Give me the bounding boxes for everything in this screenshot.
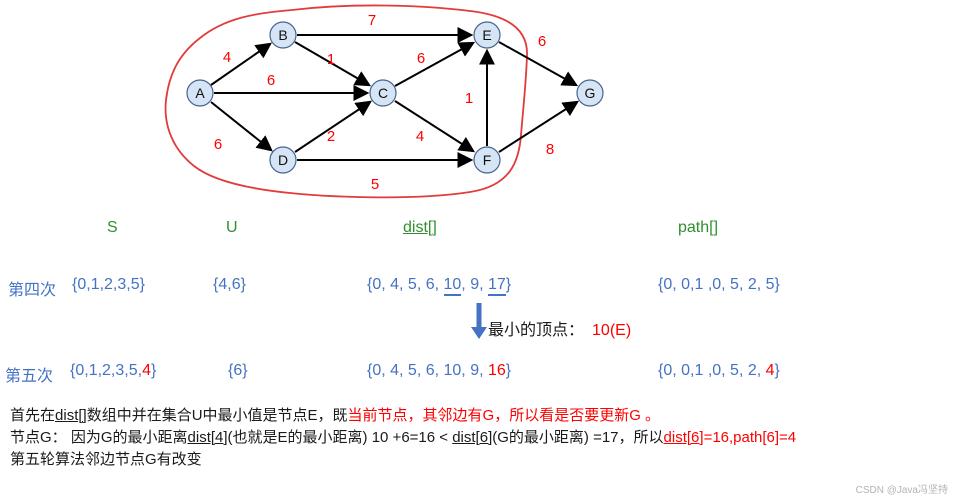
weight-a-c: 6 — [267, 72, 275, 89]
note1-dist-ref: dist[] — [55, 407, 87, 424]
note1-text-1: 首先在 — [10, 407, 56, 424]
col-header-path: path[] — [678, 219, 719, 236]
min-vertex-label: 最小的顶点： — [488, 322, 585, 339]
note2-text-1: 节点G： 因为G的最小距离 — [10, 429, 188, 446]
node-a — [186, 79, 214, 107]
node-c — [369, 79, 397, 107]
note-line-2: 节点G： 因为G的最小距离dist[4](也就是E的最小距离) 10 +6=16… — [10, 426, 796, 447]
row4-dist-p3: } — [505, 276, 512, 293]
down-arrow-icon — [471, 303, 487, 339]
red-highlight-loop — [164, 4, 528, 199]
edge-e-g — [498, 41, 579, 87]
weight-a-b: 4 — [223, 49, 231, 66]
edge-b-c — [294, 41, 372, 87]
row5-path-red: 4 — [765, 362, 775, 379]
weight-b-e: 7 — [368, 12, 376, 29]
weight-c-f: 4 — [416, 128, 424, 145]
row4-u: {4,6} — [213, 276, 246, 293]
row5-dist-p2: } — [505, 362, 512, 379]
row5-u: {6} — [228, 362, 248, 379]
node-a-label: A — [195, 85, 205, 101]
note1-text-2: 数组中并在集合U中最小值是节点E，既 — [86, 407, 348, 424]
edge-a-d — [210, 101, 273, 152]
edge-f-g — [498, 100, 580, 153]
note2-text-3: (G的最小距离) =17，所以 — [492, 429, 664, 446]
note-line-1: 首先在dist[]数组中并在集合U中最小值是节点E，既当前节点，其邻边有G，所以… — [10, 404, 660, 425]
row4-dist-17: 17 — [487, 276, 506, 296]
weight-a-d: 6 — [214, 136, 222, 153]
col-header-s: S — [107, 219, 118, 236]
node-b — [269, 21, 297, 49]
min-vertex-value: 10(E) — [592, 322, 632, 339]
row4-dist-p2: , 9, — [461, 276, 488, 293]
weight-b-c: 1 — [327, 51, 335, 68]
note-line-3: 第五轮算法邻边节点G有改变 — [10, 451, 202, 468]
row5-path: {0, 0,1 ,0, 5, 2, 4} — [658, 362, 780, 380]
row5-dist: {0, 4, 5, 6, 10, 9, 16} — [367, 362, 511, 380]
row5-s-red: 4 — [142, 362, 151, 379]
weight-c-e: 6 — [417, 50, 425, 67]
row5-s: {0,1,2,3,5,4} — [70, 362, 156, 380]
col-header-dist: dist[] — [403, 219, 437, 236]
weight-f-e: 1 — [465, 90, 473, 107]
row5-dist-p1: {0, 4, 5, 6, 10, 9, — [367, 362, 488, 379]
node-d-label: D — [278, 152, 288, 168]
row5-dist-red: 16 — [487, 362, 506, 379]
node-g — [576, 79, 604, 107]
note1-red-text: 当前节点，其邻边有G，所以看是否要更新G 。 — [347, 407, 661, 424]
edge-weights: 4 7 1 6 6 6 6 2 4 1 5 8 — [214, 12, 554, 193]
row4-dist-p1: {0, 4, 5, 6, — [367, 276, 444, 293]
row5-path-p2: } — [774, 362, 780, 379]
edge-d-c — [294, 100, 372, 153]
note2-red-dist6: dist[6] — [663, 429, 704, 446]
row5-s-p2: } — [150, 362, 157, 379]
node-b-label: B — [278, 27, 287, 43]
row5-path-p1: {0, 0,1 ,0, 5, 2, — [658, 362, 766, 379]
row4-dist: {0, 4, 5, 6, 10, 9, 17} — [367, 276, 512, 296]
node-d — [269, 146, 297, 174]
node-f — [473, 146, 501, 174]
node-g-label: G — [585, 85, 596, 101]
node-e-label: E — [482, 27, 491, 43]
row4-dist-10: 10 — [443, 276, 462, 296]
note2-dist4-ref: dist[4] — [187, 429, 228, 446]
note2-dist6-ref: dist[6] — [452, 429, 493, 446]
row5-label: 第五次 — [5, 368, 54, 385]
weight-f-g: 8 — [546, 141, 554, 158]
note2-red-text: =16,path[6]=4 — [703, 429, 797, 446]
weight-d-f: 5 — [371, 176, 379, 193]
node-e — [473, 21, 501, 49]
weight-d-c: 2 — [327, 128, 335, 145]
row4-s: {0,1,2,3,5} — [72, 276, 145, 293]
watermark: CSDN @Java冯坚持 — [855, 485, 948, 496]
col-header-u: U — [226, 219, 238, 236]
weight-e-g: 6 — [538, 33, 546, 50]
graph-diagram: 4 7 1 6 6 6 6 2 4 1 5 8 A B C D E F — [164, 4, 604, 199]
edge-a-b — [210, 42, 272, 86]
edge-c-e — [394, 41, 476, 87]
graph-edges — [210, 27, 580, 168]
edge-c-f — [394, 100, 476, 153]
row5-s-p1: {0,1,2,3,5, — [70, 362, 143, 379]
node-c-label: C — [378, 85, 388, 101]
graph-nodes: A B C D E F G — [186, 21, 604, 174]
node-f-label: F — [483, 152, 492, 168]
row4-label: 第四次 — [8, 282, 57, 299]
note2-text-2: (也就是E的最小距离) 10 +6=16 < — [227, 429, 453, 446]
min-vertex-annotation: 最小的顶点： 10(E) — [488, 316, 631, 340]
row4-path: {0, 0,1 ,0, 5, 2, 5} — [658, 276, 780, 293]
